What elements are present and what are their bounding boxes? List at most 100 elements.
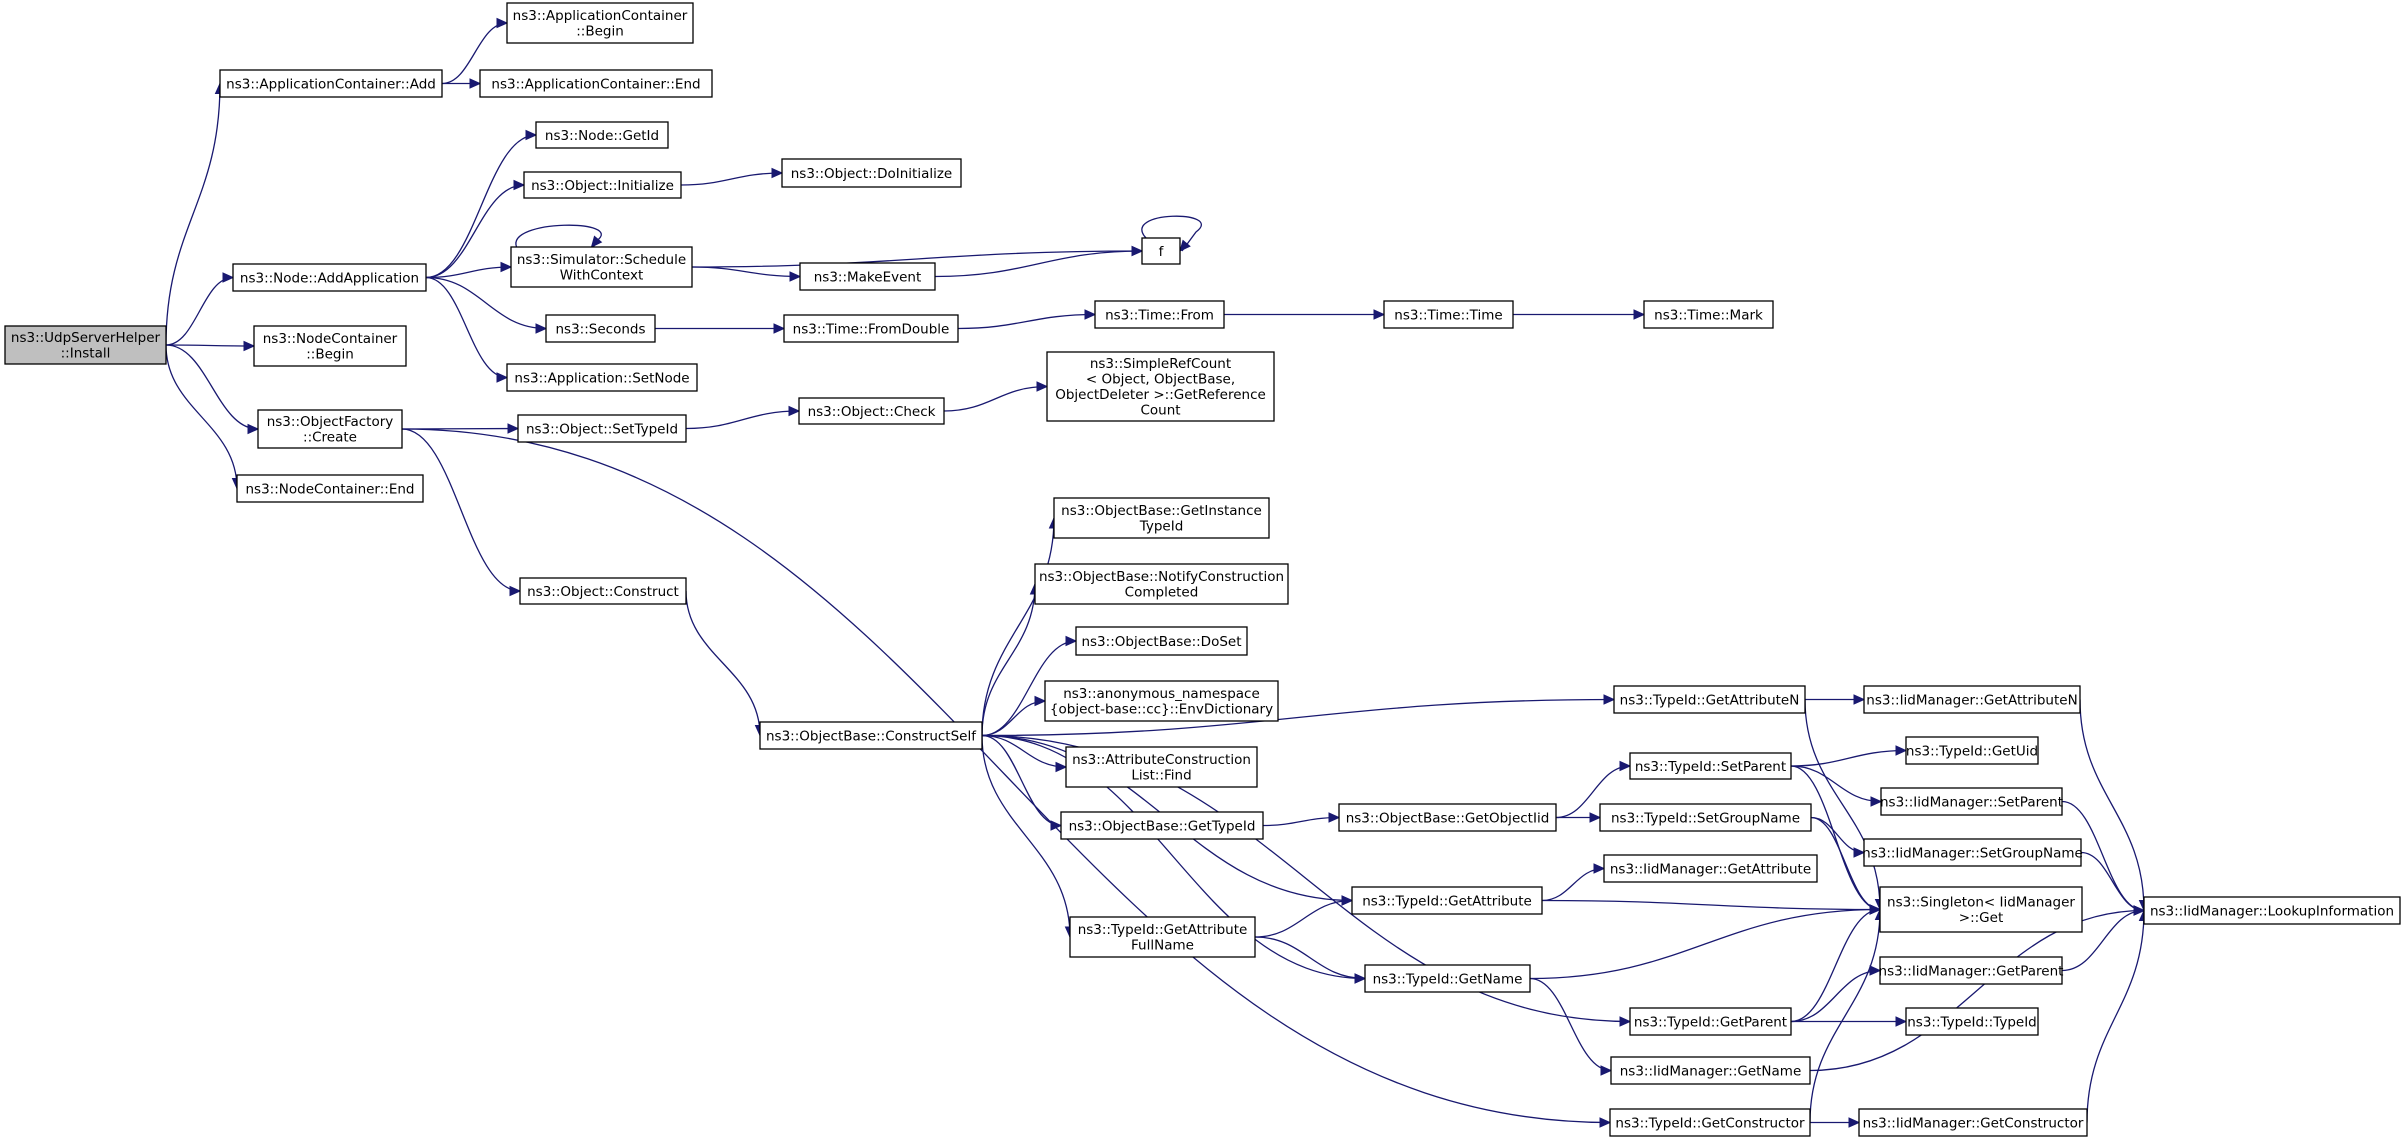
node-n16[interactable]: ns3::Application::SetNode <box>506 363 698 392</box>
node-box[interactable] <box>1075 626 1248 656</box>
node-n48[interactable]: ns3::IidManager::GetName <box>1610 1056 1811 1085</box>
node-box[interactable] <box>1383 300 1514 329</box>
node-box[interactable] <box>1880 787 2063 816</box>
node-box[interactable] <box>1643 300 1774 329</box>
node-n37[interactable]: ns3::TypeId::SetGroupName <box>1599 803 1812 832</box>
node-box[interactable] <box>1141 237 1181 265</box>
node-n39[interactable]: ns3::IidManager::GetAttribute <box>1603 854 1818 883</box>
node-n10[interactable]: ns3::MakeEvent <box>799 262 936 291</box>
node-n50[interactable]: ns3::IidManager::GetConstructor <box>1858 1108 2088 1137</box>
node-n31[interactable]: ns3::ObjectBase::GetObjectIid <box>1338 803 1557 832</box>
node-box[interactable] <box>783 314 959 343</box>
node-n23[interactable]: ns3::Object::Construct <box>519 577 687 605</box>
node-n22[interactable]: ns3::NodeContainer::End <box>236 474 424 503</box>
node-box[interactable] <box>519 577 687 605</box>
node-n5[interactable]: ns3::Node::GetId <box>535 121 669 149</box>
node-box[interactable] <box>1863 685 2081 714</box>
node-n15[interactable]: ns3::Time::Mark <box>1643 300 1774 329</box>
node-box[interactable] <box>232 263 427 292</box>
node-n28[interactable]: ns3::anonymous_namespace{object-base::cc… <box>1044 680 1279 722</box>
node-box[interactable] <box>1351 886 1543 915</box>
node-n4[interactable]: ns3::Node::AddApplication <box>232 263 427 292</box>
node-box[interactable] <box>1613 685 1806 714</box>
node-n11[interactable]: ns3::Seconds <box>545 314 656 343</box>
node-n44[interactable]: ns3::TypeId::GetName <box>1364 964 1531 993</box>
node-box[interactable] <box>1629 752 1792 780</box>
node-n33[interactable]: ns3::IidManager::GetAttributeN <box>1863 685 2081 714</box>
node-n49[interactable]: ns3::TypeId::GetConstructor <box>1609 1108 1811 1137</box>
node-n34[interactable]: ns3::TypeId::SetParent <box>1629 752 1792 780</box>
node-n42[interactable]: ns3::IidManager::LookupInformation <box>2143 896 2401 925</box>
node-box[interactable] <box>1364 964 1531 993</box>
node-box[interactable] <box>1069 916 1256 958</box>
node-box[interactable] <box>219 69 443 98</box>
node-box[interactable] <box>2143 896 2401 925</box>
node-box[interactable] <box>1599 803 1812 832</box>
node-n12[interactable]: ns3::Time::FromDouble <box>783 314 959 343</box>
node-box[interactable] <box>510 246 693 288</box>
node-box[interactable] <box>798 397 945 425</box>
node-box[interactable] <box>1905 1007 2039 1036</box>
node-n0[interactable]: ns3::UdpServerHelper::Install <box>4 325 167 365</box>
node-n47[interactable]: ns3::TypeId::TypeId <box>1905 1007 2039 1036</box>
node-box[interactable] <box>236 474 424 503</box>
node-box[interactable] <box>1060 811 1264 840</box>
node-n24[interactable]: ns3::ObjectBase::ConstructSelf <box>759 721 983 750</box>
node-n14[interactable]: ns3::Time::Time <box>1383 300 1514 329</box>
node-box[interactable] <box>781 158 962 188</box>
node-n46[interactable]: ns3::TypeId::GetParent <box>1629 1007 1792 1036</box>
node-box[interactable] <box>1610 1056 1811 1085</box>
node-n21[interactable]: ns3::SimpleRefCount< Object, ObjectBase,… <box>1046 351 1275 422</box>
node-n45[interactable]: ns3::IidManager::GetParent <box>1879 956 2064 985</box>
node-n18[interactable]: ns3::ObjectFactory::Create <box>257 409 403 449</box>
node-box[interactable] <box>1629 1007 1792 1036</box>
node-n1[interactable]: ns3::ApplicationContainer::Add <box>219 69 443 98</box>
node-n19[interactable]: ns3::Object::SetTypeId <box>517 414 687 443</box>
node-box[interactable] <box>253 325 407 367</box>
node-box[interactable] <box>1863 838 2082 867</box>
node-box[interactable] <box>523 171 682 199</box>
node-box[interactable] <box>1879 886 2083 933</box>
node-n2[interactable]: ns3::ApplicationContainer::Begin <box>506 2 694 44</box>
node-n36[interactable]: ns3::IidManager::SetParent <box>1880 787 2063 816</box>
node-n26[interactable]: ns3::ObjectBase::NotifyConstructionCompl… <box>1034 563 1289 605</box>
node-box[interactable] <box>506 363 698 392</box>
node-box[interactable] <box>257 409 403 449</box>
node-n9[interactable]: f <box>1141 237 1181 265</box>
node-n30[interactable]: ns3::ObjectBase::GetTypeId <box>1060 811 1264 840</box>
node-box[interactable] <box>4 325 167 365</box>
node-n32[interactable]: ns3::TypeId::GetAttributeN <box>1613 685 1806 714</box>
node-n27[interactable]: ns3::ObjectBase::DoSet <box>1075 626 1248 656</box>
node-box[interactable] <box>1053 497 1270 539</box>
node-box[interactable] <box>1338 803 1557 832</box>
node-n3[interactable]: ns3::ApplicationContainer::End <box>479 69 713 98</box>
node-box[interactable] <box>799 262 936 291</box>
node-box[interactable] <box>1046 351 1275 422</box>
node-n40[interactable]: ns3::TypeId::GetAttribute <box>1351 886 1543 915</box>
node-box[interactable] <box>506 2 694 44</box>
node-box[interactable] <box>1034 563 1289 605</box>
node-n6[interactable]: ns3::Object::Initialize <box>523 171 682 199</box>
node-box[interactable] <box>1858 1108 2088 1137</box>
node-box[interactable] <box>535 121 669 149</box>
node-n7[interactable]: ns3::Object::DoInitialize <box>781 158 962 188</box>
node-n35[interactable]: ns3::TypeId::GetUid <box>1905 736 2039 765</box>
node-box[interactable] <box>545 314 656 343</box>
node-n20[interactable]: ns3::Object::Check <box>798 397 945 425</box>
node-box[interactable] <box>1603 854 1818 883</box>
node-box[interactable] <box>1609 1108 1811 1137</box>
node-box[interactable] <box>479 69 713 98</box>
node-box[interactable] <box>517 414 687 443</box>
node-box[interactable] <box>1905 736 2039 765</box>
node-n41[interactable]: ns3::Singleton< IidManager>::Get <box>1879 886 2083 933</box>
node-box[interactable] <box>1044 680 1279 722</box>
node-box[interactable] <box>759 721 983 750</box>
node-box[interactable] <box>1879 956 2063 985</box>
node-box[interactable] <box>1094 300 1225 329</box>
node-n13[interactable]: ns3::Time::From <box>1094 300 1225 329</box>
node-n38[interactable]: ns3::IidManager::SetGroupName <box>1862 838 2083 867</box>
